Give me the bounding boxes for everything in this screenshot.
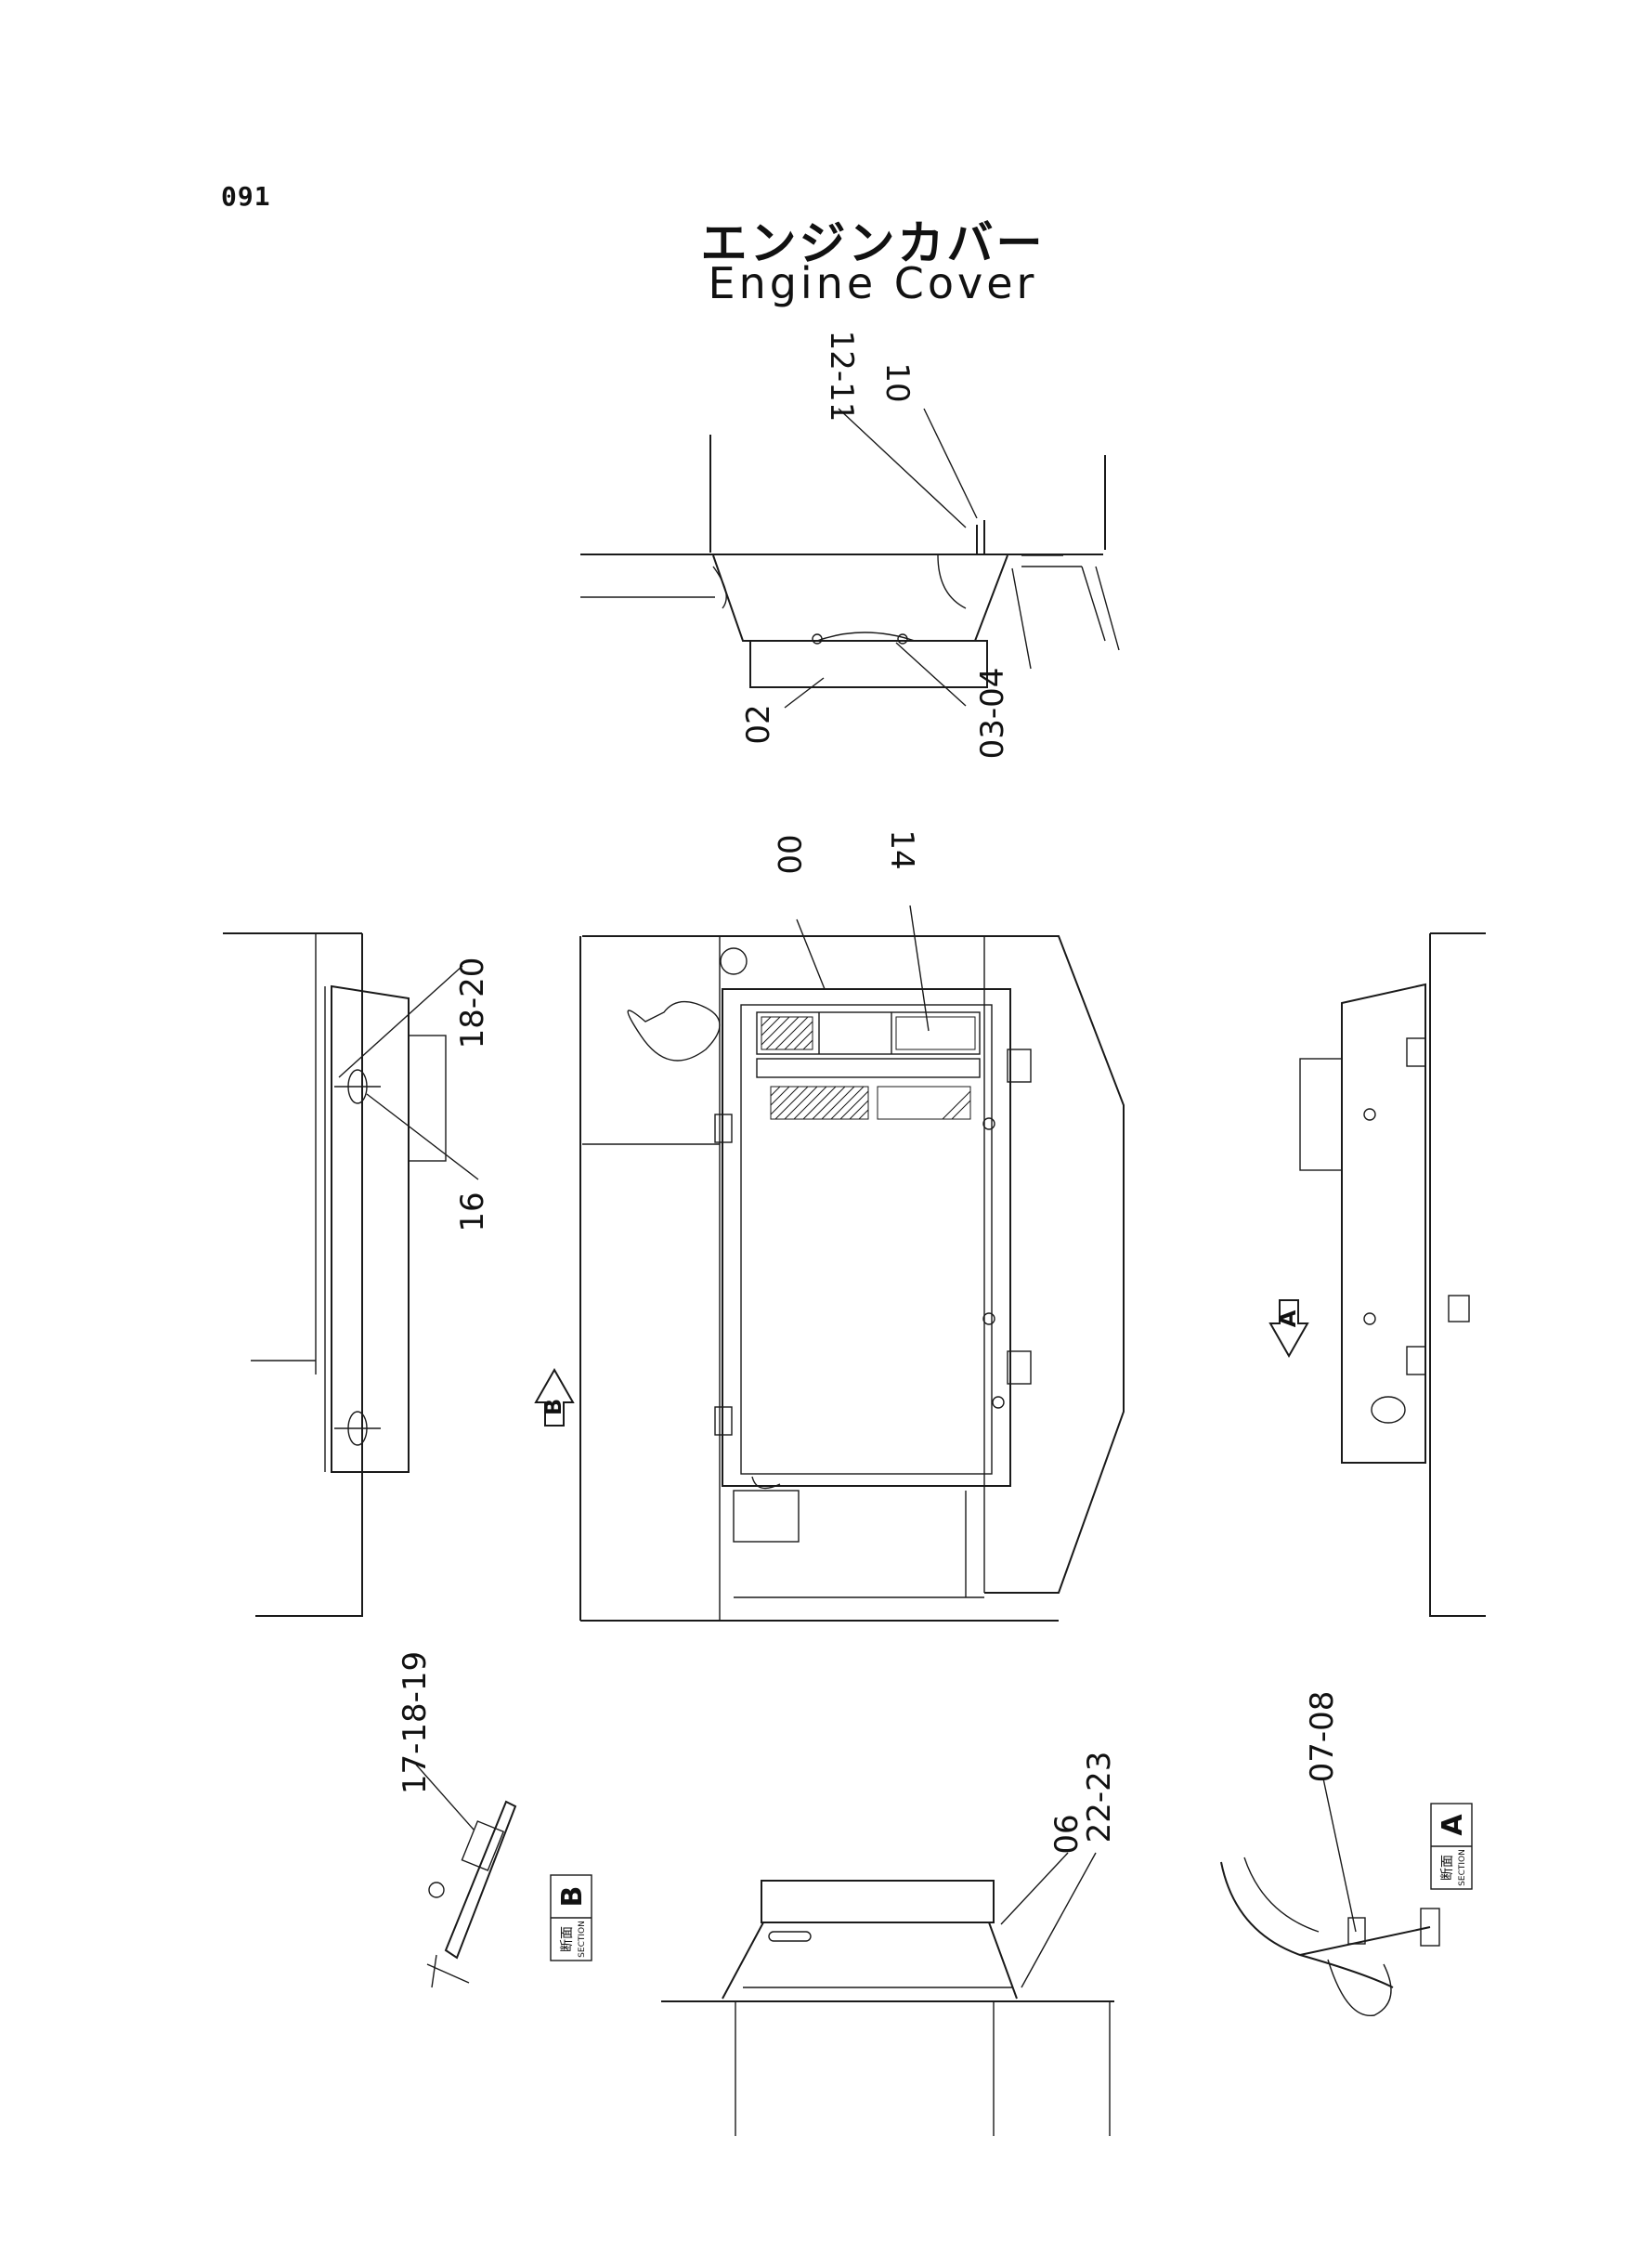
bottom-middle-view bbox=[661, 1880, 1114, 2136]
title-japanese: エンジンカバー bbox=[700, 216, 1046, 270]
section-a-letter: A bbox=[1437, 1814, 1469, 1836]
page-number: 091 bbox=[221, 181, 271, 212]
title-english: Engine Cover bbox=[708, 258, 1038, 308]
callout-16: 16 bbox=[454, 1192, 491, 1231]
leader-lines bbox=[338, 408, 1357, 1988]
callout-06: 06 bbox=[1048, 1814, 1086, 1854]
top-view bbox=[580, 435, 1120, 688]
section-b-detail bbox=[426, 1800, 517, 1988]
callout-18-20: 18-20 bbox=[454, 958, 491, 1049]
section-b-word: SECTION bbox=[578, 1921, 587, 1958]
callout-labels: 12-11 10 02 03-04 00 14 18-20 16 17-18-1… bbox=[397, 331, 1341, 1855]
section-a-detail bbox=[1220, 1857, 1440, 2016]
view-arrow-b: B bbox=[534, 1367, 575, 1427]
section-b-letter: B bbox=[556, 1886, 589, 1908]
callout-00: 00 bbox=[770, 834, 807, 874]
callout-07-08: 07-08 bbox=[1304, 1691, 1341, 1783]
front-view bbox=[579, 935, 1125, 1622]
callout-10: 10 bbox=[878, 362, 916, 402]
view-arrow-b-label: B bbox=[540, 1399, 566, 1415]
view-arrow-a-label: A bbox=[1275, 1309, 1301, 1327]
section-label-a: 断面 SECTION A bbox=[1430, 1803, 1473, 1890]
callout-17-18-19: 17-18-19 bbox=[397, 1651, 434, 1794]
callout-12-11: 12-11 bbox=[823, 331, 860, 423]
callout-22-23: 22-23 bbox=[1081, 1752, 1118, 1844]
callout-02: 02 bbox=[740, 704, 777, 744]
callout-14: 14 bbox=[883, 829, 920, 869]
section-label-b: 断面 SECTION B bbox=[550, 1874, 592, 1961]
section-b-kanji: 断面 bbox=[560, 1926, 575, 1952]
right-side-view bbox=[1299, 932, 1486, 1617]
callout-03-04: 03-04 bbox=[974, 668, 1011, 760]
left-side-view bbox=[223, 932, 447, 1617]
section-a-word: SECTION bbox=[1458, 1849, 1467, 1886]
section-a-kanji: 断面 bbox=[1440, 1855, 1455, 1881]
view-arrow-a: A bbox=[1268, 1299, 1309, 1359]
